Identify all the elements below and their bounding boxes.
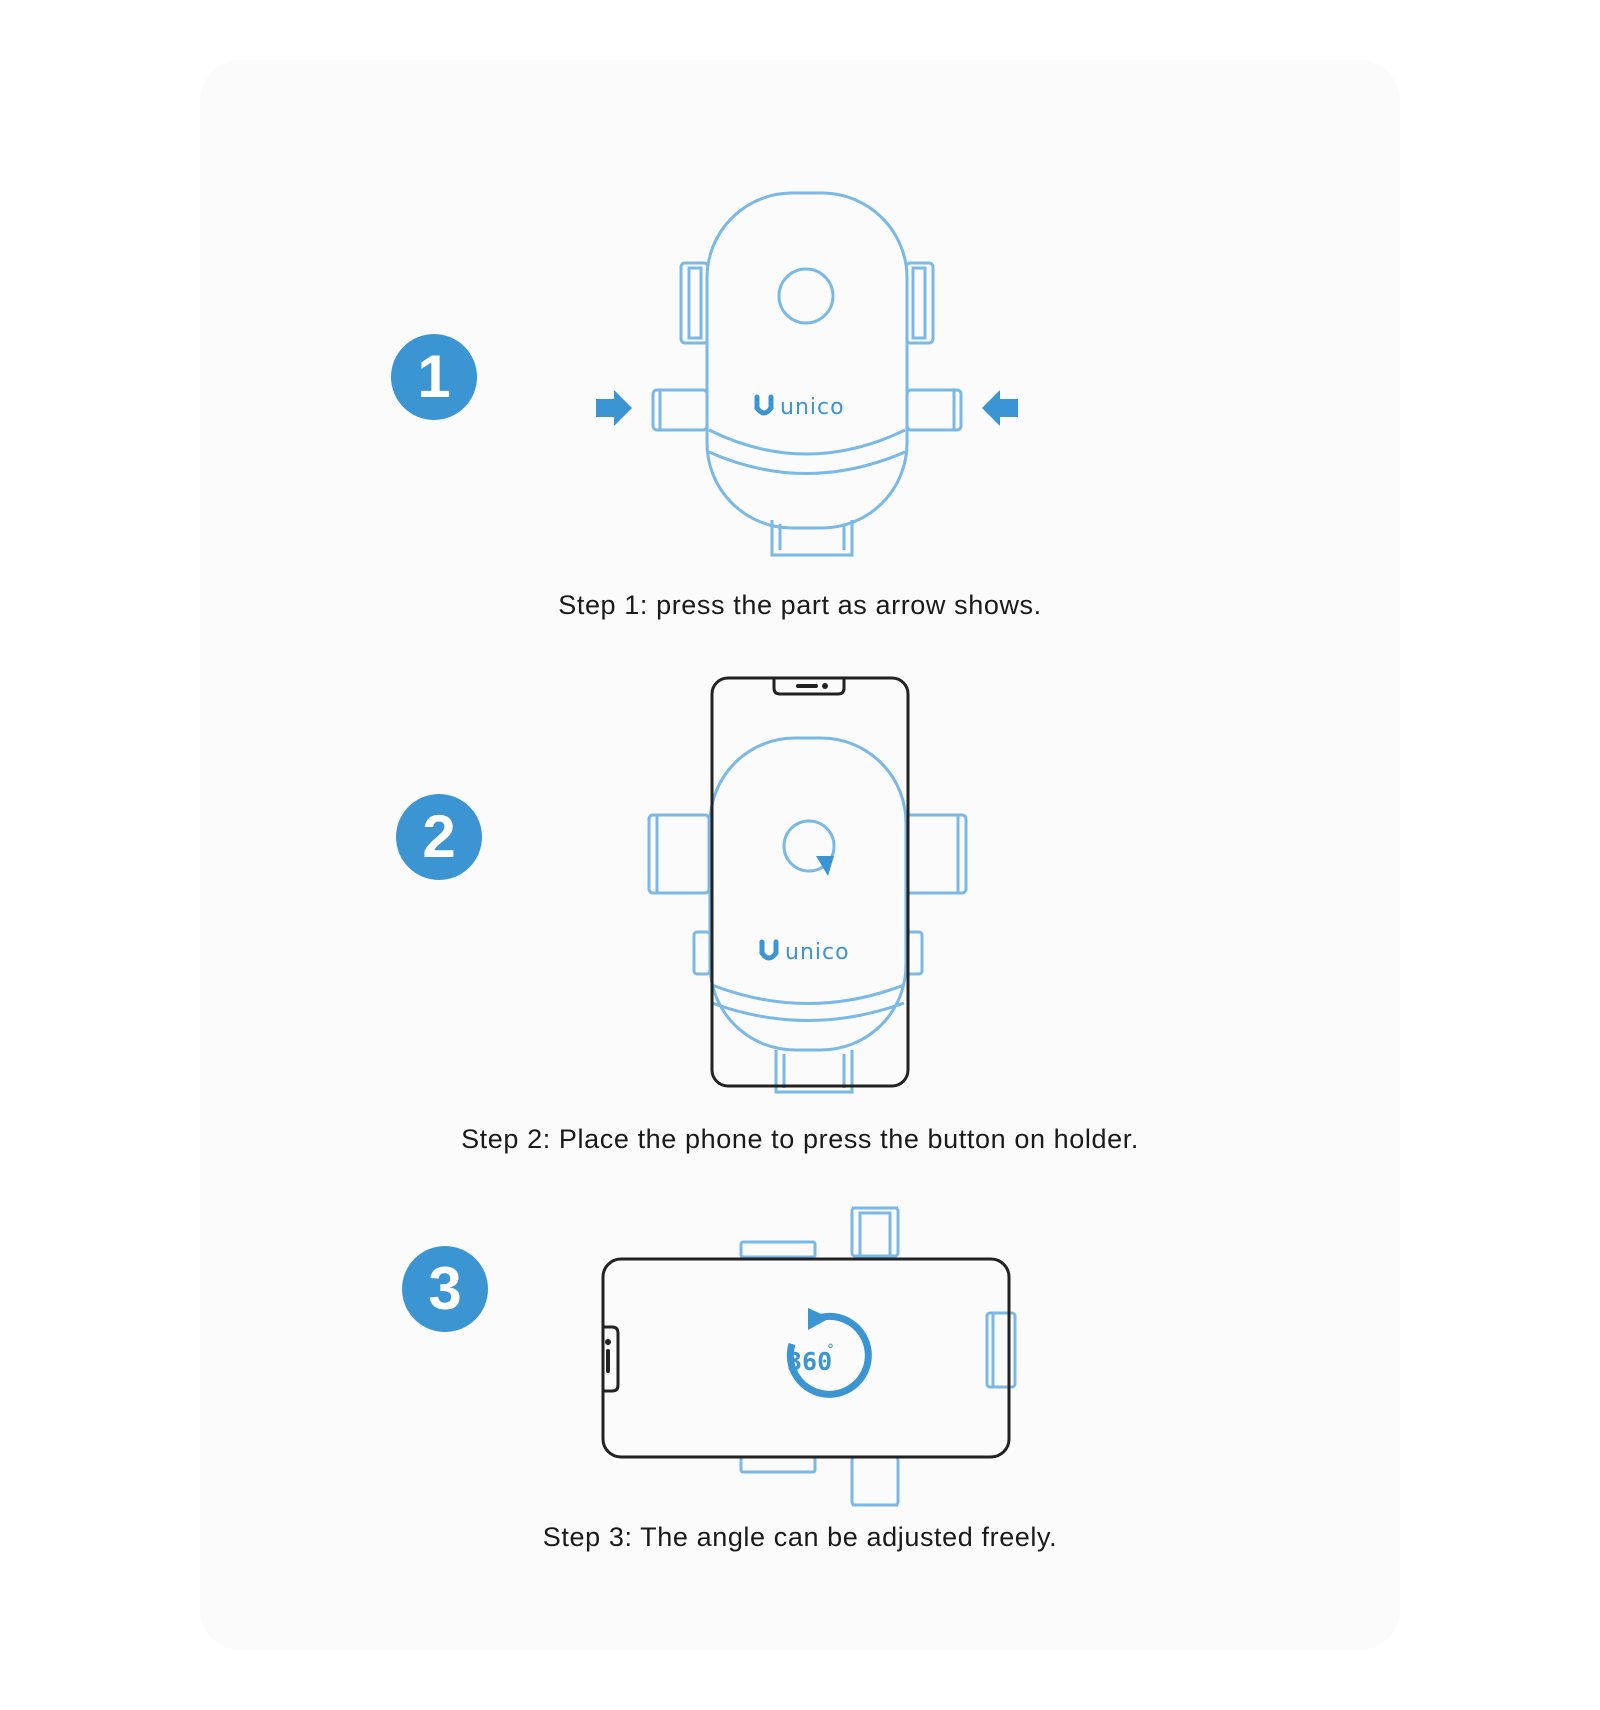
step-2-holder-illustration <box>647 736 968 1094</box>
step-1-badge: 1 <box>391 334 477 420</box>
step-2-badge: 2 <box>396 794 482 880</box>
step-3-camera <box>605 1339 611 1345</box>
rotation-unit: ° <box>827 1342 834 1358</box>
step-1-logo: unico <box>754 394 845 420</box>
step-2-button-icon <box>782 819 836 876</box>
step-3-holder-illustration <box>739 1206 1017 1507</box>
step-2-caption: Step 2: Place the phone to press the but… <box>461 1124 1139 1154</box>
step-2-logo: unico <box>759 939 850 965</box>
step-2-phone-outline <box>710 676 910 1088</box>
step-2-speaker <box>796 684 818 688</box>
brand-text-2: unico <box>785 940 850 965</box>
step-3-badge: 3 <box>402 1246 488 1332</box>
step-3-phone-outline <box>601 1257 1011 1459</box>
step-3-caption: Step 3: The angle can be adjusted freely… <box>542 1522 1058 1552</box>
step-1-holder-illustration <box>651 191 963 557</box>
rotation-label: 360 <box>787 1347 832 1376</box>
rotate-360-icon: 360 ° <box>786 1308 872 1398</box>
step-2-camera <box>822 683 828 689</box>
arrow-right-icon <box>596 390 632 426</box>
step-3-speaker <box>606 1349 610 1373</box>
unico-logo-icon <box>754 394 774 416</box>
brand-text: unico <box>780 395 845 420</box>
arrow-left-icon <box>982 390 1018 426</box>
step-1-caption: Step 1: press the part as arrow shows. <box>558 590 1042 620</box>
